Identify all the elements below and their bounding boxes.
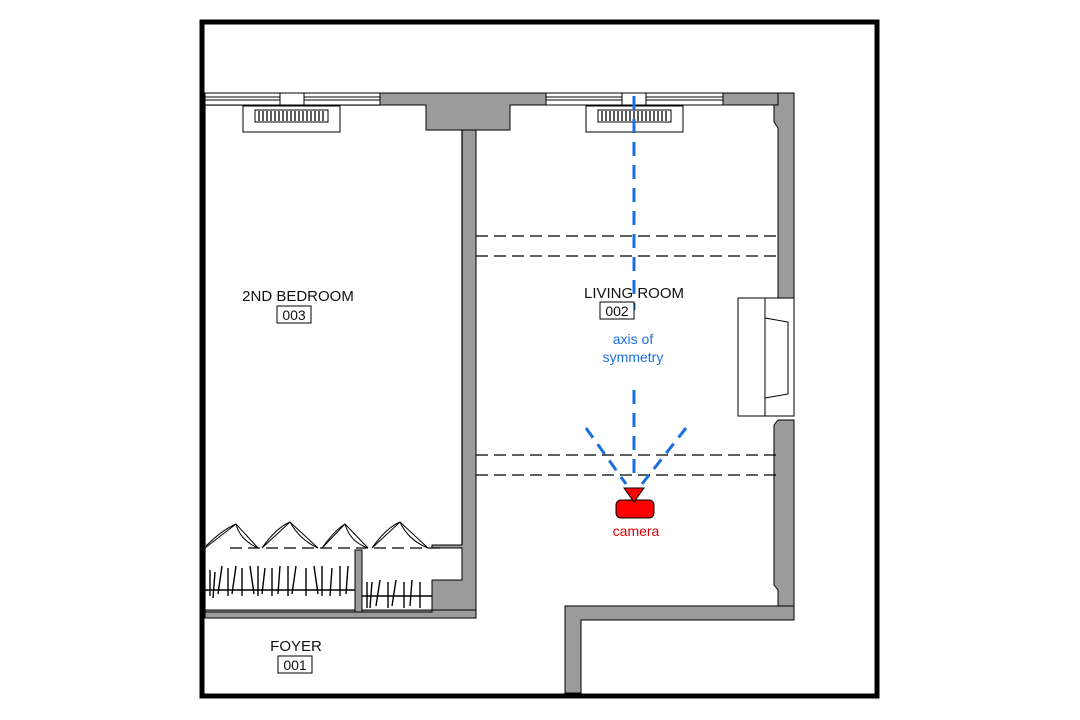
room-number-bedroom: 003 [282, 307, 306, 323]
wall-right [773, 92, 795, 299]
closet-outlines [205, 548, 463, 613]
room-number-foyer: 001 [283, 657, 307, 673]
closet-hangers-left [205, 565, 355, 599]
fireplace [737, 297, 795, 417]
axis-label-line2: symmetry [603, 349, 664, 365]
room-number-box-bedroom [276, 305, 312, 324]
room-label-living: LIVING ROOM [584, 285, 684, 302]
room-number-living: 002 [605, 303, 629, 319]
wall-right-lower [773, 419, 795, 607]
camera-label: camera [613, 523, 660, 539]
room-number-box-living [599, 301, 635, 320]
room-number-box-foyer [277, 655, 313, 674]
room-label-bedroom: 2ND BEDROOM [242, 288, 354, 305]
ceiling-beams [230, 235, 778, 549]
closet-hangers-right [362, 579, 432, 609]
radiator-bedroom [242, 105, 341, 133]
room-label-foyer: FOYER [270, 638, 322, 655]
window-bedroom [204, 92, 381, 106]
axis-label-line1: axis of [613, 331, 654, 347]
closet-doors [204, 521, 429, 549]
camera-view-lines [584, 427, 688, 485]
wall-bottom-right [564, 605, 795, 694]
wall-closet-divider [354, 549, 363, 613]
wall-foyer-top [204, 609, 477, 619]
camera-icon [615, 487, 655, 519]
